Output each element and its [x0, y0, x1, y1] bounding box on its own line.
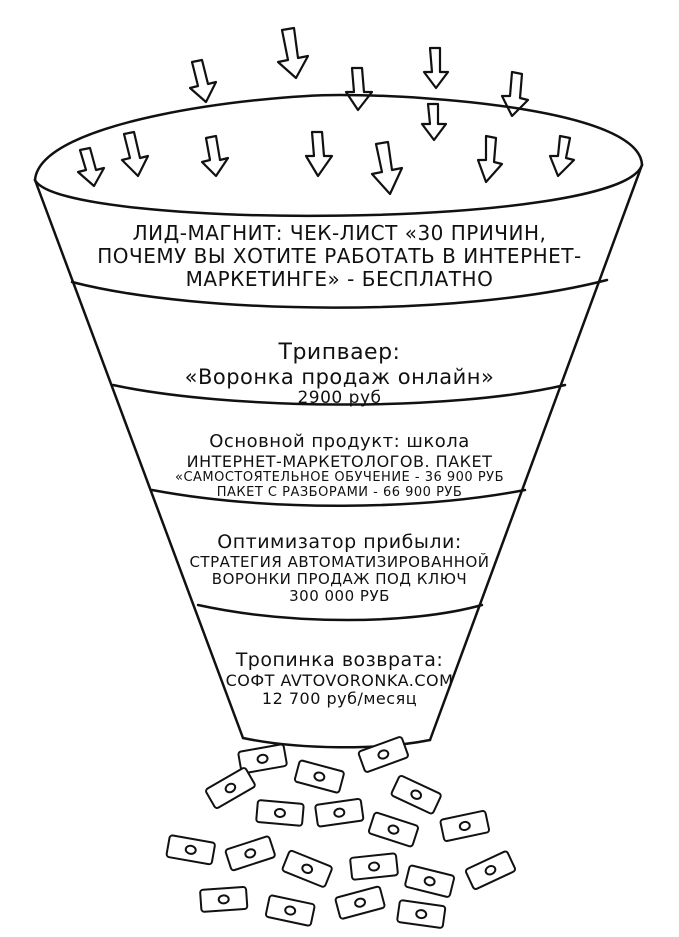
banknote-icon [390, 774, 442, 815]
stage-price: 2900 руб [297, 388, 382, 409]
stage-title: Трипваер: [278, 340, 401, 365]
stage-line: почему вы хотите работать в интернет- [97, 244, 582, 268]
banknote-icon [439, 809, 491, 842]
banknote-icon [281, 849, 333, 888]
stage-price: 300 000 руб [289, 587, 390, 606]
stage-core-product: Основной продукт: школа интернет-маркето… [0, 431, 679, 501]
stage-profit-maximizer: Оптимизатор прибыли: стратегия автоматиз… [0, 531, 679, 606]
stage-line: воронки продаж под ключ [211, 570, 468, 589]
banknote-icon [357, 736, 409, 773]
stage-divider-4 [196, 603, 484, 622]
down-arrow-icon [548, 134, 576, 178]
down-arrow-icon [370, 140, 404, 196]
banknote-icon [293, 759, 345, 794]
banknote-icon [199, 885, 249, 913]
stage-divider-2 [111, 383, 567, 406]
banknote-icon [396, 899, 447, 929]
stage-return-path: Тропинка возврата: софт avtovoronka.com … [0, 649, 679, 709]
stage-divider-1 [70, 278, 609, 309]
banknote-icon [349, 852, 399, 881]
banknote-icon [165, 834, 216, 866]
stage-line: интернет-маркетологов. Пакет [186, 451, 493, 471]
banknote-icon [224, 835, 276, 872]
stage-line: Основной продукт: школа [209, 431, 470, 452]
down-arrow-icon [200, 134, 230, 178]
banknote-icon [404, 864, 455, 898]
banknote-icon [205, 767, 256, 809]
down-arrow-icon [120, 130, 150, 178]
down-arrow-icon [422, 46, 450, 90]
banknote-icon [334, 885, 386, 920]
stage-divider-3 [150, 488, 527, 507]
down-arrow-icon [420, 102, 448, 142]
banknote-icon [255, 799, 305, 827]
stage-line: стратегия автоматизированной [189, 552, 490, 571]
down-arrow-icon [276, 26, 310, 80]
down-arrow-icon [476, 134, 504, 184]
banknote-icon [237, 743, 288, 775]
down-arrow-icon [304, 130, 334, 178]
funnel-right-side [428, 163, 644, 742]
stage-tripwire: Трипваер: «Воронка продаж онлайн» 2900 р… [0, 340, 679, 409]
banknote-icon [314, 797, 365, 828]
funnel-rim-back [33, 93, 644, 182]
funnel-left-side [33, 178, 245, 740]
funnel-bottom [241, 736, 432, 749]
stage-line: «Воронка продаж онлайн» [184, 365, 495, 390]
down-arrow-icon [188, 58, 218, 104]
stage-line: маркетинге» - бесплатно [185, 267, 494, 291]
down-arrow-icon [344, 66, 374, 112]
banknote-icon [464, 850, 517, 890]
stage-line: Лид-магнит: Чек-лист «30 причин, [132, 221, 547, 245]
banknote-icon [367, 811, 419, 848]
banknote-icon [264, 894, 316, 927]
stage-title: Тропинка возврата: [235, 649, 444, 671]
down-arrow-icon [76, 146, 106, 188]
stage-title: Оптимизатор прибыли: [217, 531, 462, 553]
stage-lead-magnet: Лид-магнит: Чек-лист «30 причин, почему … [0, 222, 679, 291]
stage-price: 12 700 руб/месяц [261, 689, 418, 709]
funnel-rim-front [33, 163, 644, 218]
stage-line: «Самостоятельное обучение - 36 900 руб [174, 470, 505, 486]
stage-line: софт avtovoronka.com [225, 670, 454, 690]
stage-line: пакет с разборами - 66 900 руб [216, 485, 463, 501]
down-arrow-icon [500, 70, 530, 118]
